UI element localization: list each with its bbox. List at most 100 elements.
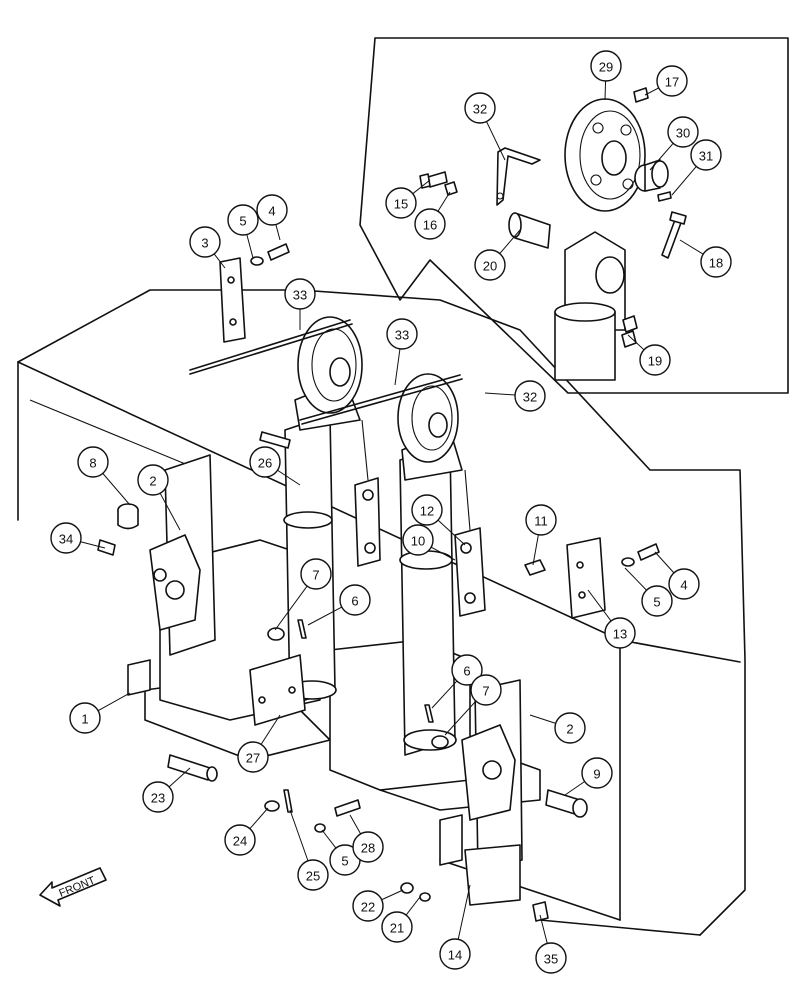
callout-leader-17	[644, 87, 659, 96]
callout-leader-2	[159, 492, 181, 531]
callout-number: 4	[268, 204, 275, 219]
callout-leader-12	[437, 519, 466, 546]
callout-18: 18	[700, 246, 732, 278]
callout-number: 32	[523, 390, 537, 405]
detail-bolts-15-16-17-19-31	[419, 87, 672, 348]
callout-number: 12	[420, 504, 434, 519]
callout-4: 4	[256, 194, 288, 226]
callout-23: 23	[142, 781, 174, 813]
detail-bolt-18	[661, 211, 687, 259]
callout-number: 14	[448, 948, 462, 963]
callout-33: 33	[284, 278, 316, 310]
callout-number: 5	[341, 854, 348, 869]
callout-15: 15	[385, 187, 417, 219]
callout-leader-2	[529, 714, 556, 724]
callout-leader-10	[430, 546, 456, 561]
callout-number: 5	[239, 214, 246, 229]
callout-leader-6	[307, 606, 342, 626]
callout-circle	[300, 558, 332, 590]
callout-leader-5	[624, 567, 647, 591]
callout-circle	[525, 504, 557, 536]
callout-leader-15	[412, 179, 431, 195]
callout-circle	[414, 208, 446, 240]
callout-number: 15	[394, 197, 408, 212]
callout-number: 3	[201, 236, 208, 251]
callout-leader-4	[654, 551, 675, 574]
callout-29: 29	[590, 50, 622, 82]
callout-leader-23	[168, 767, 191, 788]
callout-2: 2	[137, 464, 169, 496]
callout-17: 17	[656, 65, 688, 97]
callout-25: 25	[297, 859, 329, 891]
callout-leader-27	[260, 714, 281, 745]
callout-leader-24	[249, 807, 269, 830]
callout-leader-9	[564, 781, 585, 796]
callout-3: 3	[189, 226, 221, 258]
callout-number: 18	[709, 256, 723, 271]
callout-number: 1	[81, 712, 88, 727]
callout-circle	[581, 757, 613, 789]
callout-number: 9	[593, 767, 600, 782]
callout-leader-20	[499, 229, 521, 254]
detail-inset-frame	[359, 37, 789, 394]
callout-circle	[77, 446, 109, 478]
callout-circle	[352, 831, 384, 863]
callout-leader-6	[431, 680, 458, 709]
callout-circle	[474, 249, 506, 281]
callout-circle	[352, 890, 384, 922]
callout-leader-32	[486, 121, 506, 161]
callout-leader-29	[604, 80, 607, 101]
callout-number: 11	[534, 514, 548, 529]
callout-number: 29	[599, 60, 613, 75]
callout-leader-14	[457, 884, 471, 940]
callout-leader-30	[649, 142, 674, 171]
callouts: 1223445556677891011121314151617181920212…	[50, 50, 732, 974]
callout-leader-34	[80, 541, 106, 549]
cables	[189, 319, 463, 425]
callout-4: 4	[668, 568, 700, 600]
callout-number: 35	[544, 952, 558, 967]
callout-number: 7	[312, 568, 319, 583]
bracket-13	[566, 537, 606, 619]
callout-number: 25	[306, 869, 320, 884]
callout-leader-28	[349, 814, 362, 835]
callout-21: 21	[381, 911, 413, 943]
callout-31: 31	[690, 139, 722, 171]
callout-35: 35	[535, 942, 567, 974]
callout-circle	[514, 380, 546, 412]
callout-13: 13	[604, 617, 636, 649]
callout-number: 21	[390, 921, 404, 936]
callout-circle	[668, 568, 700, 600]
callout-circle	[227, 204, 259, 236]
callout-5: 5	[641, 585, 673, 617]
callout-circle	[402, 524, 434, 556]
callout-circle	[284, 278, 316, 310]
callout-circle	[411, 494, 443, 526]
callout-number: 10	[411, 534, 425, 549]
callout-number: 19	[648, 354, 662, 369]
callout-circle	[237, 741, 269, 773]
callout-circle	[142, 781, 174, 813]
callout-number: 34	[59, 532, 73, 547]
callout-leader-4	[275, 224, 281, 241]
callout-number: 24	[233, 834, 247, 849]
callout-circle	[464, 92, 496, 124]
callout-circle	[535, 942, 567, 974]
callout-leader-8	[102, 473, 131, 506]
callout-circle	[256, 194, 288, 226]
callout-16: 16	[414, 208, 446, 240]
callout-circle	[385, 187, 417, 219]
callout-circle	[690, 139, 722, 171]
callout-number: 17	[665, 75, 679, 90]
callout-circle	[249, 446, 281, 478]
callout-number: 13	[613, 627, 627, 642]
callout-leader-13	[587, 589, 612, 622]
callout-number: 26	[258, 456, 272, 471]
right-pulley	[397, 373, 463, 481]
callout-leader-31	[671, 166, 697, 196]
callout-leader-5	[246, 234, 254, 259]
callout-leader-35	[539, 914, 548, 944]
bracket-3	[219, 257, 246, 343]
